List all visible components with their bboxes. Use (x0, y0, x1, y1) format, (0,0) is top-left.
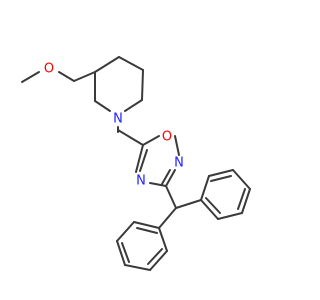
bond-ph1-d-double (237, 188, 246, 210)
atom-label-oxadiazole-n4: N (136, 174, 146, 189)
bond-ph2-d (124, 264, 151, 271)
bond-ph1-c (232, 169, 251, 190)
methoxymethyl-group (21, 71, 96, 83)
bond-ch-ph2 (158, 207, 177, 229)
bond-n4-c5 (135, 144, 144, 173)
bond-ph1-a (200, 175, 210, 201)
bond-n4-c5-double (139, 149, 148, 172)
bond-ph2-e (149, 250, 168, 271)
bond-c3-ch (165, 185, 177, 209)
bond-n-c2 (94, 100, 111, 112)
bond-c3-n4 (149, 182, 167, 187)
bond-ph2-f (158, 227, 168, 252)
atom-label-piperidine-n: N (113, 112, 123, 127)
bond-ph1-f-double (205, 197, 221, 214)
phenyl-ring-left (116, 207, 177, 271)
bond-c5-c6 (141, 69, 144, 101)
bond-ph2-c (116, 240, 126, 266)
bond-c3-c4 (94, 56, 120, 73)
oxadiazole-ring (135, 135, 180, 187)
bond-c6-n (124, 99, 143, 112)
bond-ph2-b (116, 221, 135, 242)
bond-n2-c3 (165, 169, 176, 187)
phenyl-ring-right (175, 169, 251, 220)
atom-label-oxadiazole-o: O (162, 130, 172, 145)
bond-o-ch2 (58, 71, 75, 82)
bond-ph2-c-double (121, 242, 130, 263)
piperidine-ring (94, 56, 144, 112)
bond-c5-o1 (142, 135, 160, 146)
bond-ph2-a-double (136, 227, 158, 234)
atom-label-oxadiazole-n2: N (174, 156, 184, 171)
bond-o1-n2 (174, 135, 180, 156)
bond-ph1-b (208, 169, 234, 177)
bond-c4-c5 (118, 56, 144, 71)
bond-ph1-e (217, 212, 243, 220)
molecule-structure-diagram: O N O N N (21, 56, 251, 271)
bond-ph1-d (241, 188, 251, 214)
bond-ph1-f (200, 199, 219, 220)
bond-ph2-a (133, 221, 160, 229)
atom-label-methoxy-o: O (44, 62, 54, 77)
bond-ch2-ring (73, 71, 96, 82)
bond-n-ch2 (117, 129, 144, 146)
bond-methyl-o (21, 71, 40, 83)
bond-ch-ph1 (175, 199, 202, 209)
bond-ph1-b-double (210, 175, 232, 182)
bond-ph2-e-double (147, 248, 163, 265)
bond-n2-c3-double (161, 169, 171, 185)
